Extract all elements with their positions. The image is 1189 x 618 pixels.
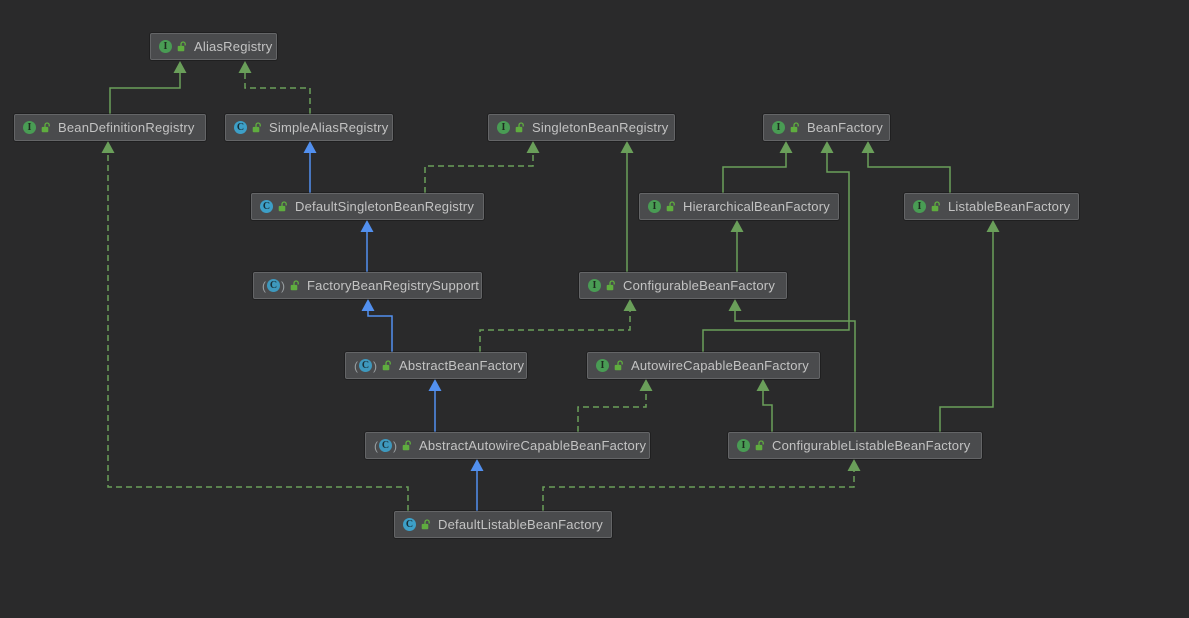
class-name-label: HierarchicalBeanFactory (683, 199, 830, 214)
arrowhead-icon (861, 141, 875, 153)
arrowhead-icon (756, 379, 770, 391)
abstract-class-icon: (C) (374, 438, 397, 453)
arrowhead-icon (620, 141, 634, 153)
lock-icon (790, 122, 799, 133)
interface-icon: I (913, 200, 926, 213)
arrowhead-icon (820, 141, 834, 153)
interface-icon: I (772, 121, 785, 134)
class-name-label: AliasRegistry (194, 39, 273, 54)
arrowhead-icon (526, 141, 540, 153)
class-node-AliasRegistry[interactable]: I AliasRegistry (150, 33, 277, 60)
class-icon: C (260, 200, 273, 213)
arrowhead-icon (361, 299, 375, 311)
abstract-class-icon: (C) (354, 358, 377, 373)
class-name-label: ConfigurableBeanFactory (623, 278, 776, 293)
edge-implements-AbstractAutowireCapableBeanFactory-to-AutowireCapableBeanFactory (577, 390, 647, 432)
lock-icon (278, 201, 287, 212)
edge-implements-DefaultSingletonBeanRegistry-to-SingletonBeanRegistry (424, 152, 534, 193)
class-node-BeanFactory[interactable]: I BeanFactory (763, 114, 890, 141)
interface-icon: I (737, 439, 750, 452)
lock-icon (755, 440, 764, 451)
lock-icon (41, 122, 50, 133)
interface-icon: I (159, 40, 172, 53)
arrowhead-icon (847, 459, 861, 471)
interface-icon: I (497, 121, 510, 134)
arrowhead-icon (238, 61, 252, 73)
class-icon: C (234, 121, 247, 134)
class-node-DefaultSingletonBeanRegistry[interactable]: C DefaultSingletonBeanRegistry (251, 193, 484, 220)
class-node-SingletonBeanRegistry[interactable]: I SingletonBeanRegistry (488, 114, 675, 141)
edge-implements-DefaultListableBeanFactory-to-ConfigurableListableBeanFactory (542, 470, 855, 511)
edge-extends-ListableBeanFactory-to-BeanFactory (867, 152, 951, 193)
class-node-AbstractAutowireCapableBeanFactory[interactable]: (C) AbstractAutowireCapableBeanFactory (365, 432, 650, 459)
class-node-ListableBeanFactory[interactable]: I ListableBeanFactory (904, 193, 1079, 220)
lock-icon (931, 201, 940, 212)
class-name-label: DefaultSingletonBeanRegistry (295, 199, 475, 214)
arrowhead-icon (470, 459, 484, 471)
arrowhead-icon (779, 141, 793, 153)
class-node-FactoryBeanRegistrySupport[interactable]: (C) FactoryBeanRegistrySupport (253, 272, 482, 299)
edge-extends-AutowireCapableBeanFactory-to-BeanFactory (702, 152, 850, 352)
class-name-label: SimpleAliasRegistry (269, 120, 389, 135)
arrowhead-icon (623, 299, 637, 311)
edge-extends-BeanDefinitionRegistry-to-AliasRegistry (109, 72, 181, 114)
arrowhead-icon (173, 61, 187, 73)
lock-icon (421, 519, 430, 530)
class-icon: C (403, 518, 416, 531)
class-node-AbstractBeanFactory[interactable]: (C) AbstractBeanFactory (345, 352, 527, 379)
interface-icon: I (23, 121, 36, 134)
class-name-label: ConfigurableListableBeanFactory (772, 438, 971, 453)
class-name-label: AbstractBeanFactory (399, 358, 525, 373)
edge-implements-AbstractBeanFactory-to-ConfigurableBeanFactory (479, 310, 631, 352)
class-node-ConfigurableBeanFactory[interactable]: I ConfigurableBeanFactory (579, 272, 787, 299)
lock-icon (666, 201, 675, 212)
lock-icon (290, 280, 299, 291)
class-name-label: DefaultListableBeanFactory (438, 517, 603, 532)
lock-icon (252, 122, 261, 133)
class-name-label: ListableBeanFactory (948, 199, 1071, 214)
edge-extends-ConfigurableListableBeanFactory-to-AutowireCapableBeanFactory (762, 390, 773, 432)
class-node-AutowireCapableBeanFactory[interactable]: I AutowireCapableBeanFactory (587, 352, 820, 379)
lock-icon (402, 440, 411, 451)
lock-icon (177, 41, 186, 52)
edge-extends-HierarchicalBeanFactory-to-BeanFactory (722, 152, 787, 193)
lock-icon (382, 360, 391, 371)
interface-icon: I (588, 279, 601, 292)
class-node-DefaultListableBeanFactory[interactable]: C DefaultListableBeanFactory (394, 511, 612, 538)
lock-icon (606, 280, 615, 291)
class-name-label: AbstractAutowireCapableBeanFactory (419, 438, 647, 453)
interface-icon: I (596, 359, 609, 372)
class-name-label: BeanDefinitionRegistry (58, 120, 195, 135)
arrowhead-icon (639, 379, 653, 391)
class-name-label: FactoryBeanRegistrySupport (307, 278, 480, 293)
edge-extends-AbstractBeanFactory-to-FactoryBeanRegistrySupport (367, 310, 393, 352)
class-node-BeanDefinitionRegistry[interactable]: I BeanDefinitionRegistry (14, 114, 206, 141)
lock-icon (614, 360, 623, 371)
arrowhead-icon (303, 141, 317, 153)
lock-icon (515, 122, 524, 133)
arrowhead-icon (728, 299, 742, 311)
class-node-HierarchicalBeanFactory[interactable]: I HierarchicalBeanFactory (639, 193, 839, 220)
class-node-SimpleAliasRegistry[interactable]: C SimpleAliasRegistry (225, 114, 393, 141)
edge-implements-SimpleAliasRegistry-to-AliasRegistry (244, 72, 311, 114)
arrowhead-icon (730, 220, 744, 232)
class-name-label: AutowireCapableBeanFactory (631, 358, 809, 373)
arrowhead-icon (101, 141, 115, 153)
class-node-ConfigurableListableBeanFactory[interactable]: I ConfigurableListableBeanFactory (728, 432, 982, 459)
edge-extends-ConfigurableListableBeanFactory-to-ListableBeanFactory (939, 231, 994, 432)
class-name-label: SingletonBeanRegistry (532, 120, 669, 135)
arrowhead-icon (986, 220, 1000, 232)
abstract-class-icon: (C) (262, 278, 285, 293)
interface-icon: I (648, 200, 661, 213)
arrowhead-icon (428, 379, 442, 391)
arrowhead-icon (360, 220, 374, 232)
class-name-label: BeanFactory (807, 120, 883, 135)
